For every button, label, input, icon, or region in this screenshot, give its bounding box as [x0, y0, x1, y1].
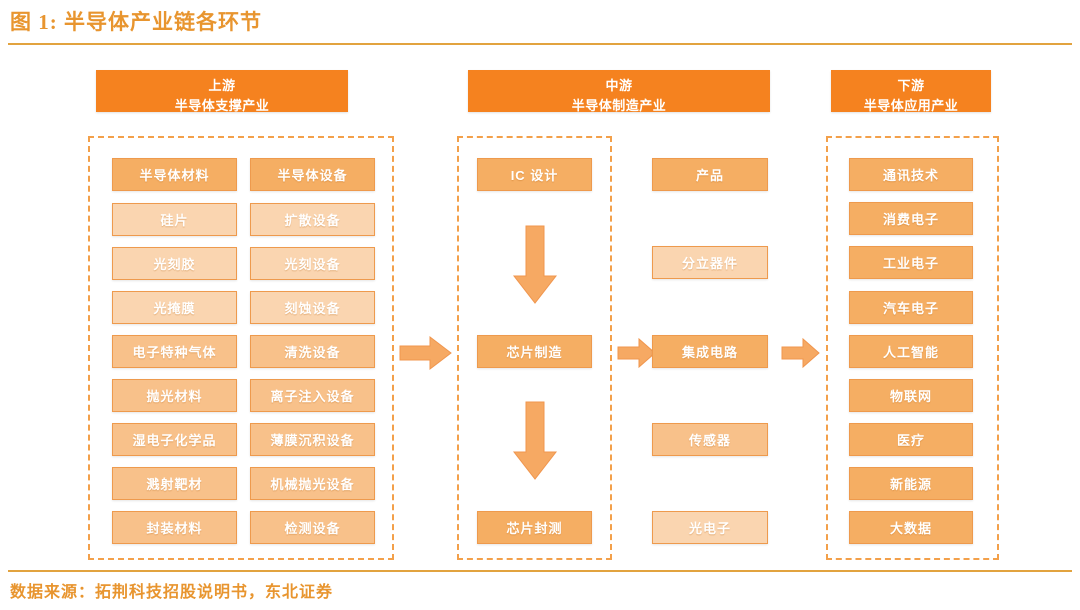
midstream-product-item[interactable]: 产品	[652, 158, 768, 191]
midstream-process-item[interactable]: 芯片封测	[477, 511, 592, 544]
downstream-header-title: 下游	[897, 78, 925, 93]
arrow-ic-design-to-chip-manufacture-icon	[512, 225, 558, 304]
downstream-header: 下游 半导体应用产业	[831, 70, 991, 113]
upstream-equipment-item[interactable]: 检测设备	[250, 511, 375, 544]
downstream-application-item[interactable]: 通讯技术	[849, 158, 973, 191]
downstream-application-item[interactable]: 大数据	[849, 511, 973, 544]
upstream-material-item[interactable]: 硅片	[112, 203, 237, 236]
midstream-header-title: 中游	[605, 78, 633, 93]
midstream-product-item[interactable]: 集成电路	[652, 335, 768, 368]
upstream-equipment-item[interactable]: 半导体设备	[250, 158, 375, 191]
upstream-group-outline	[88, 136, 394, 560]
upstream-material-item[interactable]: 溅射靶材	[112, 467, 237, 500]
arrow-upstream-to-midstream-icon	[399, 335, 452, 371]
figure-title: 图 1: 半导体产业链各环节	[10, 10, 262, 34]
data-source-label: 数据来源：拓荆科技招股说明书，东北证券	[10, 584, 334, 601]
upstream-header-title: 上游	[208, 78, 236, 93]
upstream-equipment-item[interactable]: 薄膜沉积设备	[250, 423, 375, 456]
arrow-midstream-to-downstream-icon	[781, 337, 820, 369]
midstream-process-outline	[457, 136, 612, 560]
midstream-process-item[interactable]: IC 设计	[477, 158, 592, 191]
downstream-group-outline	[826, 136, 999, 560]
upstream-equipment-item[interactable]: 扩散设备	[250, 203, 375, 236]
midstream-header: 中游 半导体制造产业	[468, 70, 770, 113]
downstream-application-item[interactable]: 工业电子	[849, 246, 973, 279]
upstream-material-item[interactable]: 湿电子化学品	[112, 423, 237, 456]
downstream-header-subtitle: 半导体应用产业	[863, 97, 959, 113]
downstream-application-item[interactable]: 物联网	[849, 379, 973, 412]
upstream-material-item[interactable]: 抛光材料	[112, 379, 237, 412]
upstream-material-item[interactable]: 光刻胶	[112, 247, 237, 280]
downstream-application-item[interactable]: 汽车电子	[849, 291, 973, 324]
downstream-application-item[interactable]: 医疗	[849, 423, 973, 456]
arrow-process-to-product-icon	[617, 337, 656, 369]
upstream-material-item[interactable]: 电子特种气体	[112, 335, 237, 368]
upstream-equipment-item[interactable]: 机械抛光设备	[250, 467, 375, 500]
downstream-application-item[interactable]: 消费电子	[849, 202, 973, 235]
upstream-header: 上游 半导体支撑产业	[96, 70, 348, 113]
upstream-equipment-item[interactable]: 离子注入设备	[250, 379, 375, 412]
upstream-material-item[interactable]: 封装材料	[112, 511, 237, 544]
midstream-product-item[interactable]: 光电子	[652, 511, 768, 544]
upstream-material-item[interactable]: 光掩膜	[112, 291, 237, 324]
upstream-equipment-item[interactable]: 清洗设备	[250, 335, 375, 368]
midstream-product-item[interactable]: 传感器	[652, 423, 768, 456]
downstream-application-item[interactable]: 新能源	[849, 467, 973, 500]
midstream-product-item[interactable]: 分立器件	[652, 246, 768, 279]
midstream-header-subtitle: 半导体制造产业	[571, 97, 667, 113]
upstream-material-item[interactable]: 半导体材料	[112, 158, 237, 191]
upstream-equipment-item[interactable]: 光刻设备	[250, 247, 375, 280]
footer-divider	[8, 570, 1072, 572]
arrow-chip-manufacture-to-chip-packaging-icon	[512, 401, 558, 480]
downstream-application-item[interactable]: 人工智能	[849, 335, 973, 368]
upstream-header-subtitle: 半导体支撑产业	[174, 97, 270, 113]
title-divider	[8, 43, 1072, 45]
midstream-process-item[interactable]: 芯片制造	[477, 335, 592, 368]
upstream-equipment-item[interactable]: 刻蚀设备	[250, 291, 375, 324]
